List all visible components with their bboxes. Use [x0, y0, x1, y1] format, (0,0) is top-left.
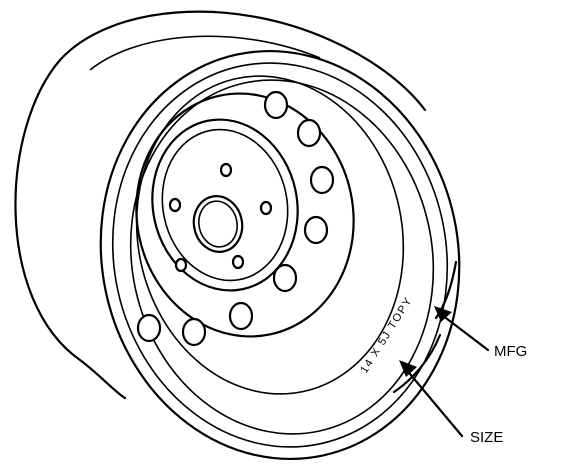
- mfg-arrowhead: [434, 306, 452, 322]
- hub-ring-outer: [151, 118, 299, 292]
- vent-hole-6: [228, 301, 254, 331]
- size-label: SIZE: [470, 429, 503, 446]
- vent-hole-1: [263, 90, 289, 120]
- front-rim-outer: [99, 49, 461, 461]
- vent-hole-3: [309, 165, 335, 195]
- front-rim-lip-2: [129, 79, 435, 435]
- wheel-disc: [135, 92, 355, 338]
- back-rim-outline: [14, 10, 427, 400]
- lug-hole-top: [219, 162, 233, 178]
- rim-barrel: [135, 75, 405, 395]
- center-bore: [192, 195, 244, 253]
- lug-hole-bottom-left: [174, 257, 188, 273]
- size-arrowhead: [399, 360, 417, 377]
- lug-hole-right: [259, 200, 273, 216]
- front-rim-lip-1: [111, 62, 449, 448]
- size-highlight-arc: [392, 333, 442, 394]
- lug-hole-left: [168, 197, 182, 213]
- mfg-leader-line: [436, 310, 490, 352]
- mfg-label: MFG: [494, 343, 527, 360]
- vent-hole-4: [303, 215, 329, 245]
- vent-hole-5: [272, 263, 298, 293]
- back-rim-flange: [89, 35, 321, 71]
- hub-ring-inner: [161, 128, 289, 282]
- lug-hole-bottom-right: [231, 254, 245, 270]
- vent-hole-2: [296, 118, 322, 148]
- vent-hole-7: [181, 317, 207, 347]
- center-bore-inner: [198, 200, 238, 248]
- vent-hole-8: [136, 313, 162, 343]
- size-leader-line: [403, 366, 464, 438]
